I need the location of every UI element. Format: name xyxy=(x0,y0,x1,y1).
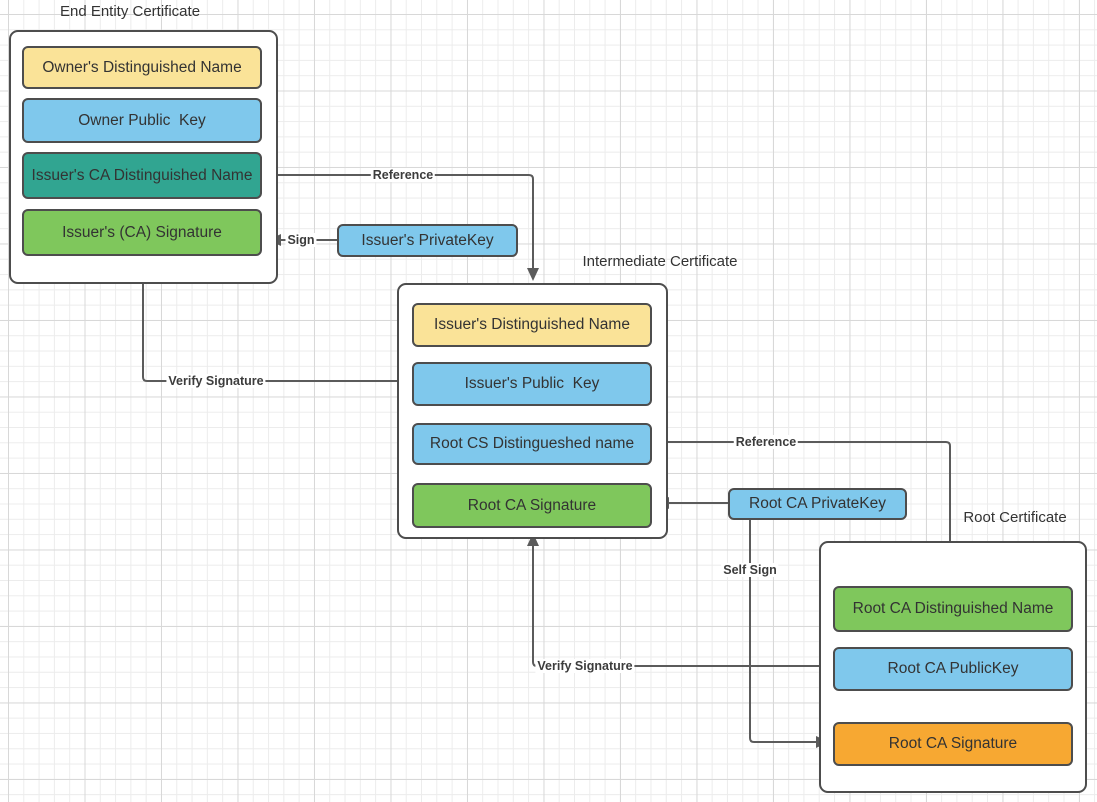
arrow-verify-signature-2 xyxy=(532,546,833,667)
end-entity-certificate-title: End Entity Certificate xyxy=(59,3,201,20)
root-certificate-group: Root CA Distinguished Name Root CA Publi… xyxy=(819,541,1087,793)
root-ca-privatekey-box: Root CA PrivateKey xyxy=(728,488,907,520)
arrow-verify-signature-1 xyxy=(142,272,412,382)
field-owners-distinguished-name: Owner's Distinguished Name xyxy=(22,46,262,89)
intermediate-certificate-title: Intermediate Certificate xyxy=(582,253,738,270)
edge-label-reference-2: Reference xyxy=(733,435,799,449)
end-entity-certificate-group: Owner's Distinguished Name Owner Public … xyxy=(9,30,278,284)
arrow-self-sign xyxy=(749,520,816,743)
field-owner-public-key: Owner Public Key xyxy=(22,98,262,143)
field-root-ca-signature-intermediate: Root CA Signature xyxy=(412,483,652,528)
field-issuers-distinguished-name: Issuer's Distinguished Name xyxy=(412,303,652,347)
intermediate-certificate-group: Issuer's Distinguished Name Issuer's Pub… xyxy=(397,283,668,539)
edge-label-self-sign: Self Sign xyxy=(721,563,779,577)
edge-label-verify-signature-1: Verify Signature xyxy=(166,374,266,388)
field-root-ca-distinguished-name: Root CA Distinguished Name xyxy=(833,586,1073,632)
field-root-ca-publickey: Root CA PublicKey xyxy=(833,647,1073,691)
field-issuers-ca-signature: Issuer's (CA) Signature xyxy=(22,209,262,256)
arrowhead-down-icon xyxy=(527,268,539,281)
field-issuers-ca-distinguished-name: Issuer's CA Distinguished Name xyxy=(22,152,262,199)
field-root-ca-signature-root: Root CA Signature xyxy=(833,722,1073,766)
issuers-privatekey-box: Issuer's PrivateKey xyxy=(337,224,518,257)
edge-label-sign: Sign xyxy=(285,233,317,247)
edge-label-verify-signature-2: Verify Signature xyxy=(535,659,635,673)
field-root-cs-distingueshed-name: Root CS Distingueshed name xyxy=(412,423,652,465)
edge-label-reference-1: Reference xyxy=(370,168,436,182)
root-certificate-title: Root Certificate xyxy=(963,509,1067,526)
field-issuers-public-key: Issuer's Public Key xyxy=(412,362,652,406)
